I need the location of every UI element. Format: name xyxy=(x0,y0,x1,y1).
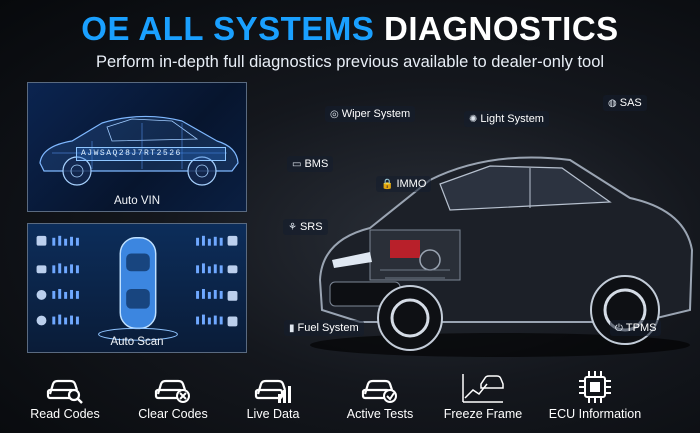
feature-active-tests[interactable]: Active Tests xyxy=(330,370,430,421)
fuel-icon: ▮ xyxy=(289,322,295,334)
auto-scan-label: Auto Scan xyxy=(110,336,164,348)
feature-label: Live Data xyxy=(246,407,300,421)
feature-label: Active Tests xyxy=(346,407,414,421)
light-icon: ✺ xyxy=(469,113,478,125)
car-wrench-icon xyxy=(361,379,397,403)
lock-icon: 🔒 xyxy=(381,178,394,190)
tire-icon: ⏻ xyxy=(615,322,623,334)
car-search-icon xyxy=(46,379,83,404)
battery-icon: ▭ xyxy=(292,158,302,170)
page-title: OE ALL SYSTEMS DIAGNOSTICS xyxy=(0,10,700,48)
feature-label: Read Codes xyxy=(30,407,100,421)
light-system-label[interactable]: ✺ Light System xyxy=(464,111,549,127)
feature-label: ECU Information xyxy=(548,407,642,421)
airbag-icon: ⚘ xyxy=(288,221,297,233)
immo-label[interactable]: 🔒 IMMO xyxy=(376,176,432,192)
wiper-system-label[interactable]: ◎ Wiper System xyxy=(325,106,416,122)
tpms-label[interactable]: ⏻ TPMS xyxy=(610,320,662,336)
feature-freeze-frame[interactable]: Freeze Frame xyxy=(433,370,533,421)
auto-vin-label: Auto VIN xyxy=(113,195,161,207)
feature-clear-codes[interactable]: Clear Codes xyxy=(123,370,223,421)
wireframe-car-icon xyxy=(39,115,239,186)
sas-label[interactable]: ◍ SAS xyxy=(603,95,647,111)
chip-icon xyxy=(579,371,611,403)
car-chart-icon xyxy=(254,379,291,403)
wiper-icon: ◎ xyxy=(330,108,339,120)
vin-readout: AJWSAQ28J7RT2526 xyxy=(76,147,226,161)
feature-label: Freeze Frame xyxy=(443,407,523,421)
car-xray-illustration xyxy=(310,156,694,357)
car-clear-icon xyxy=(154,379,190,403)
feature-label: Clear Codes xyxy=(138,407,208,421)
feature-ecu-information[interactable]: ECU Information xyxy=(545,370,645,421)
srs-label[interactable]: ⚘ SRS xyxy=(283,219,328,235)
title-main: DIAGNOSTICS xyxy=(384,10,619,47)
bms-label[interactable]: ▭ BMS xyxy=(287,156,334,172)
steering-icon: ◍ xyxy=(608,97,617,109)
auto-vin-panel[interactable]: AJWSAQ28J7RT2526 Auto VIN xyxy=(27,82,247,212)
page-subtitle: Perform in-depth full diagnostics previo… xyxy=(95,53,605,71)
fuel-system-label[interactable]: ▮ Fuel System xyxy=(284,320,364,336)
auto-scan-panel[interactable]: Auto Scan xyxy=(27,223,247,353)
title-highlight: OE ALL SYSTEMS xyxy=(81,10,375,47)
scan-dashboard-icon xyxy=(36,235,238,341)
feature-read-codes[interactable]: Read Codes xyxy=(15,370,115,421)
freeze-frame-icon xyxy=(462,374,504,403)
feature-live-data[interactable]: Live Data xyxy=(223,370,323,421)
